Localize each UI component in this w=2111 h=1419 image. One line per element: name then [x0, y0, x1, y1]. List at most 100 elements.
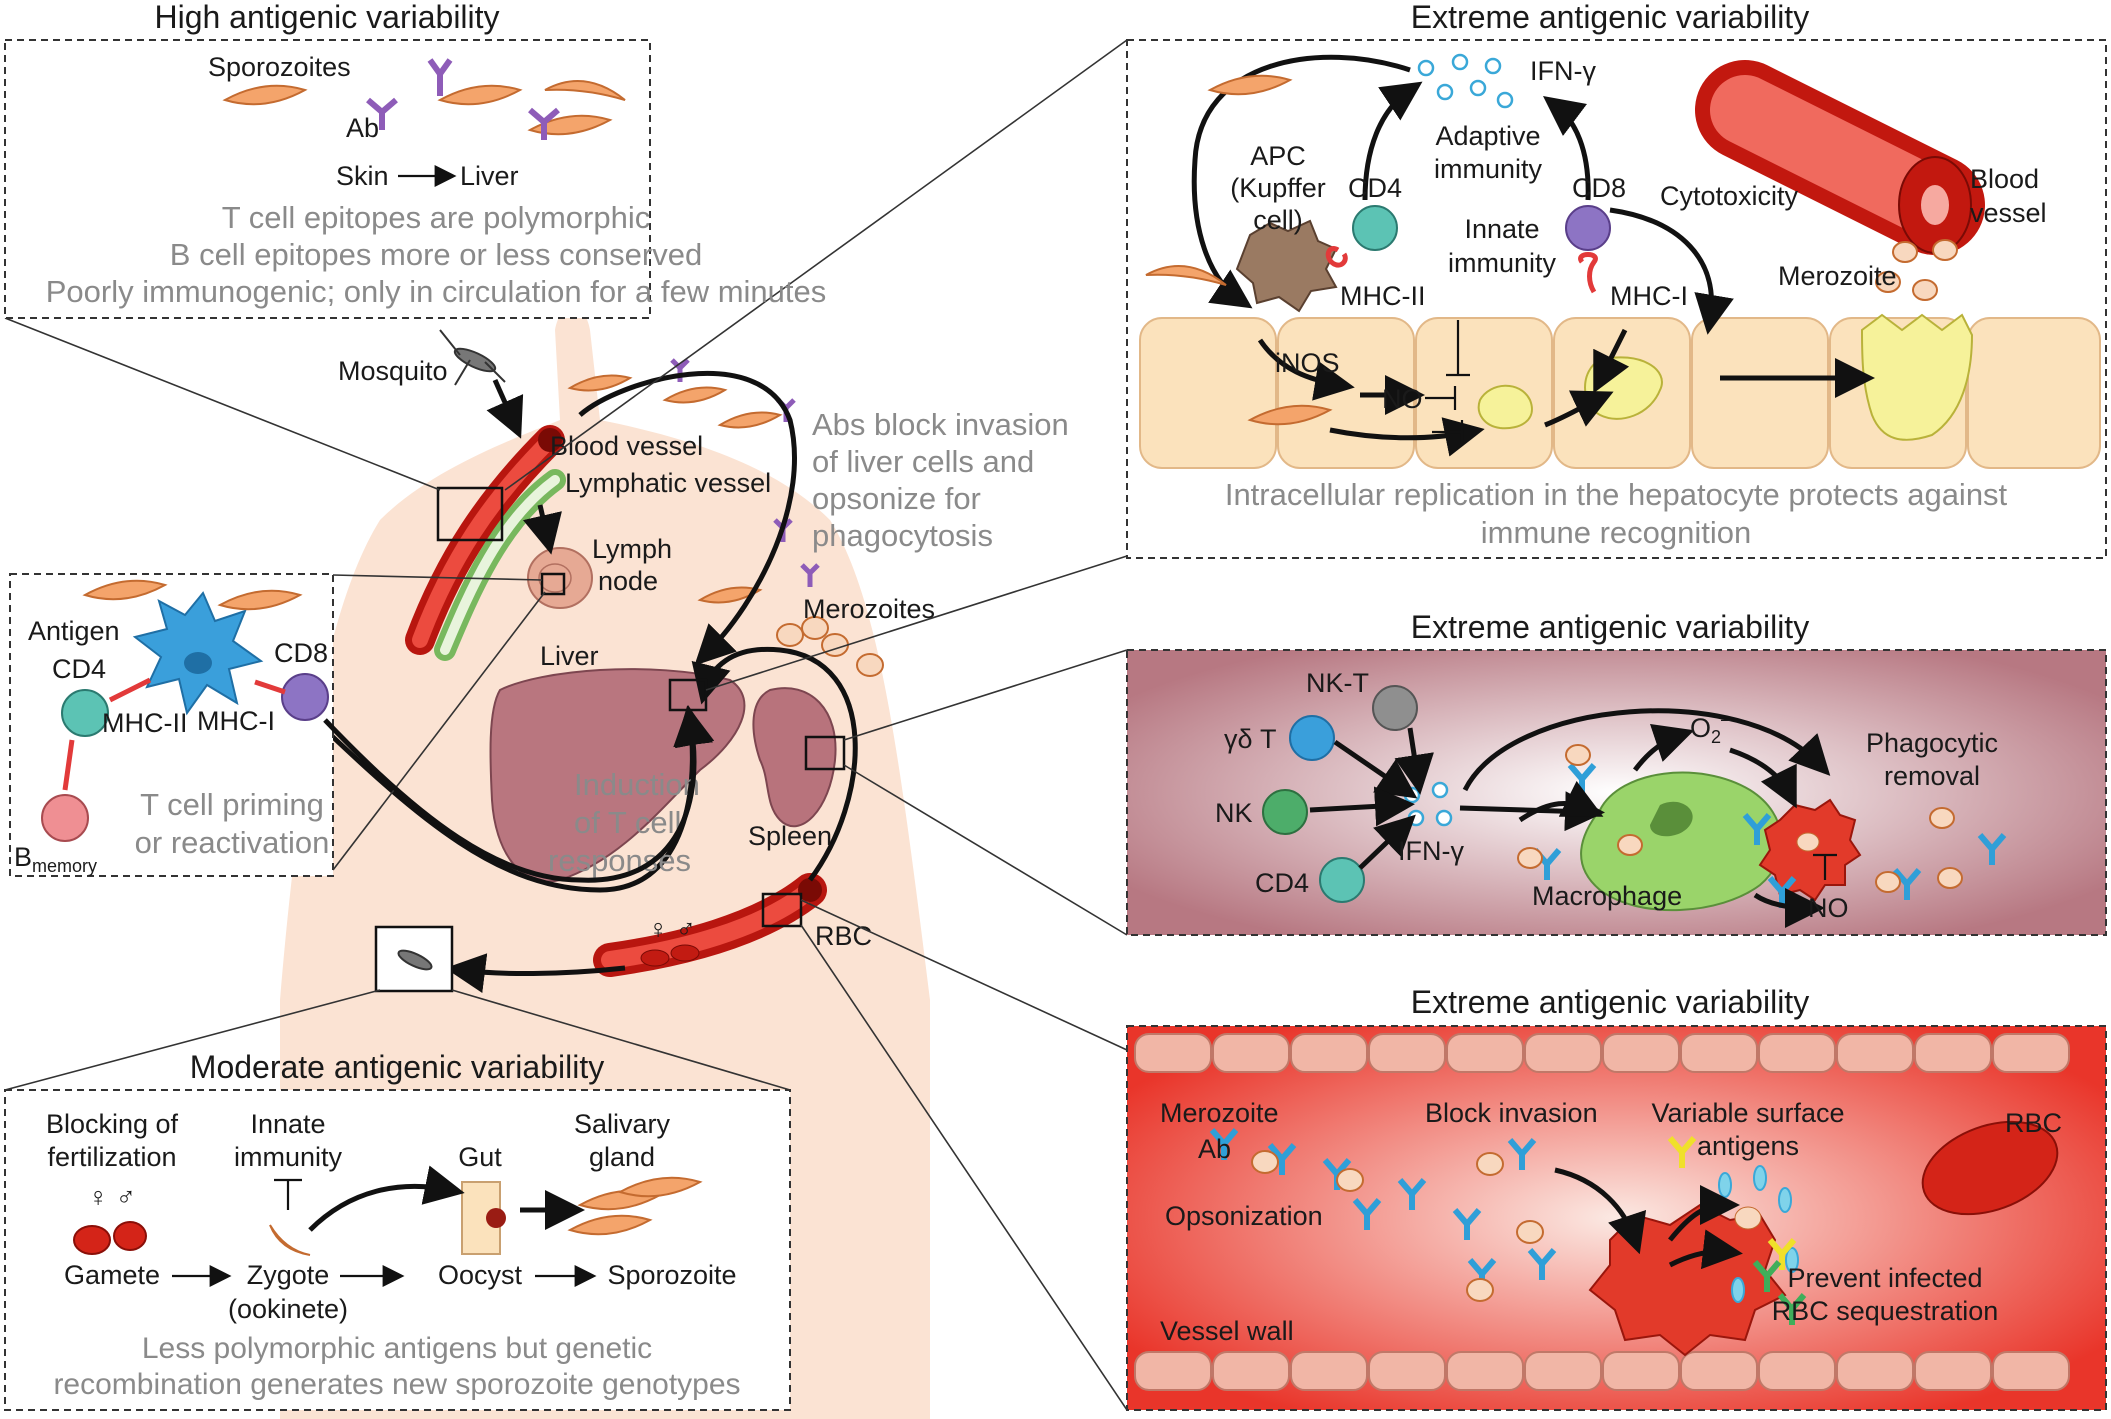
abs-block-4: phagocytosis	[812, 518, 993, 553]
mosquito-icon	[397, 329, 506, 971]
label-vessel-wall: Vessel wall	[1160, 1316, 1294, 1346]
label-b-memory: Bmemory	[14, 842, 97, 876]
label-blocking-1: Blocking of	[46, 1109, 179, 1139]
arrow-lymph-to-liver	[323, 705, 715, 883]
label-adaptive-2: immunity	[1434, 154, 1543, 184]
mhc1-receptor-liver	[1578, 252, 1598, 294]
label-phagocytic-2: removal	[1884, 761, 1980, 791]
antibodies-blood-green	[1752, 1260, 1807, 1325]
label-liver: Liver	[540, 641, 599, 671]
label-merozoite-blood: Merozoite	[1160, 1098, 1279, 1128]
inhibit-mark	[274, 1178, 302, 1210]
lymph-note-2: or reactivation	[135, 825, 330, 860]
merozoites-spleen	[1517, 744, 1963, 893]
label-macrophage: Macrophage	[1532, 881, 1682, 911]
label-adaptive-1: Adaptive	[1435, 121, 1540, 151]
label-apc-3: cell)	[1253, 205, 1303, 235]
zygote-icon	[269, 1224, 311, 1256]
label-ab-blood: Ab	[1198, 1134, 1231, 1164]
merozoites-liver	[1875, 239, 1958, 301]
label-blocking-2: fertilization	[47, 1142, 176, 1172]
label-lymphatic: Lymphatic vessel	[565, 468, 771, 498]
mhc2-receptor-liver	[1325, 246, 1348, 268]
abs-block-2: of liver cells and	[812, 444, 1034, 479]
stage-zygote: Zygote	[247, 1260, 330, 1290]
sporozoites-liver	[1145, 74, 1333, 426]
sporozoites-mosq	[567, 1176, 703, 1236]
label-variable-1: Variable surface	[1651, 1098, 1844, 1128]
skin-note-2: B cell epitopes more or less conserved	[170, 237, 702, 272]
panel-lymph: Antigen CD4 CD8 MHC-II MHC-I Bmemory T c…	[9, 573, 334, 877]
b-letter: B	[14, 842, 32, 872]
label-mhc2-liver: MHC-II	[1340, 281, 1425, 311]
o2-sup: –	[1721, 709, 1731, 729]
panel-spleen-title: Extreme antigenic variability	[1411, 609, 1809, 645]
stage-sporozoite: Sporozoite	[607, 1260, 736, 1290]
merozoites-body	[776, 616, 884, 677]
sporozoites-skin	[222, 80, 626, 136]
label-ifn-spleen: IFN-γ	[1398, 836, 1464, 866]
liver-note-1: Intracellular replication in the hepatoc…	[1225, 477, 2008, 512]
label-no-liver: NO	[1382, 384, 1423, 414]
antibodies-blood-yellow	[1667, 1136, 1797, 1270]
label-cytotoxicity: Cytotoxicity	[1660, 181, 1799, 211]
infected-rbc-spleen	[1758, 798, 1862, 902]
surface-antigens	[1718, 1165, 1799, 1303]
apc-kupffer-cell	[1235, 219, 1338, 313]
cd4-cell-lymph	[61, 689, 109, 737]
lymph-node	[527, 547, 593, 609]
panel-mosquito-title: Moderate antigenic variability	[190, 1049, 604, 1085]
b-subscript: memory	[32, 856, 97, 876]
nkt-cell	[1372, 685, 1418, 731]
label-prevent-1: Prevent infected	[1787, 1263, 1982, 1293]
mosq-note-1: Less polymorphic antigens but genetic	[142, 1332, 652, 1365]
cd8-cell-liver	[1565, 205, 1611, 251]
label-mhc1-lymph: MHC-I	[197, 706, 275, 736]
label-cd4-lymph: CD4	[52, 654, 106, 684]
label-salivary-2: gland	[589, 1142, 655, 1172]
blood-vessel-liver	[1695, 60, 1985, 255]
panel-skin: High antigenic variability Sporozoites A…	[4, 0, 826, 319]
label-mhc1-liver: MHC-I	[1610, 281, 1688, 311]
macrophage	[1580, 771, 1783, 912]
label-antigen: Antigen	[28, 616, 120, 646]
panel-liver: Extreme antigenic variability	[1126, 0, 2107, 559]
sporozoites-body	[567, 374, 783, 604]
leader-lines	[4, 39, 1128, 1411]
panel-mosquito: Moderate antigenic variability Blocking …	[4, 1049, 791, 1411]
blood-arrows	[1554, 1167, 1743, 1270]
stage-gamete: Gamete	[64, 1260, 160, 1290]
panel-spleen: Extreme antigenic variability	[1126, 609, 2107, 936]
vessel-wall-top	[1134, 1033, 2070, 1073]
rbc-cell	[1921, 1120, 2059, 1216]
label-lymph-node-2: node	[598, 566, 658, 596]
label-liver-skin: Liver	[460, 161, 519, 191]
ifn-dots-liver	[1417, 53, 1514, 109]
label-innate-2: immunity	[1448, 248, 1557, 278]
label-blood-vessel-liver-2: vessel	[1970, 198, 2047, 228]
label-rbc: RBC	[815, 921, 872, 951]
label-sex-body: ♀ ♂	[648, 914, 696, 944]
label-nkt: NK-T	[1306, 668, 1369, 698]
o2-letter: O	[1690, 713, 1711, 743]
panel-blood-title: Extreme antigenic variability	[1411, 984, 1809, 1020]
label-o2: O2–	[1690, 709, 1731, 747]
antibodies-skin	[366, 58, 560, 140]
label-variable-2: antigens	[1697, 1131, 1799, 1161]
panel-blood: Extreme antigenic variability	[1126, 984, 2107, 1411]
label-rbc-blood: RBC	[2005, 1108, 2062, 1138]
gametes	[73, 1221, 147, 1255]
label-salivary-1: Salivary	[574, 1109, 671, 1139]
lymphatic-vessel	[434, 469, 566, 661]
skin-note-1: T cell epitopes are polymorphic	[222, 200, 650, 235]
mosq-note-2: recombination generates new sporozoite g…	[53, 1368, 740, 1401]
label-ookinete: (ookinete)	[228, 1294, 348, 1324]
dendritic-cell	[132, 591, 264, 716]
label-blood-vessel: Blood vessel	[550, 431, 703, 461]
abs-block-3: opsonize for	[812, 481, 981, 516]
antibodies-blood-blue	[1209, 1128, 1557, 1290]
label-phagocytic-1: Phagocytic	[1866, 728, 1998, 758]
label-sporozoites: Sporozoites	[208, 52, 351, 82]
label-nk: NK	[1215, 798, 1253, 828]
label-opsonization: Opsonization	[1165, 1201, 1323, 1231]
